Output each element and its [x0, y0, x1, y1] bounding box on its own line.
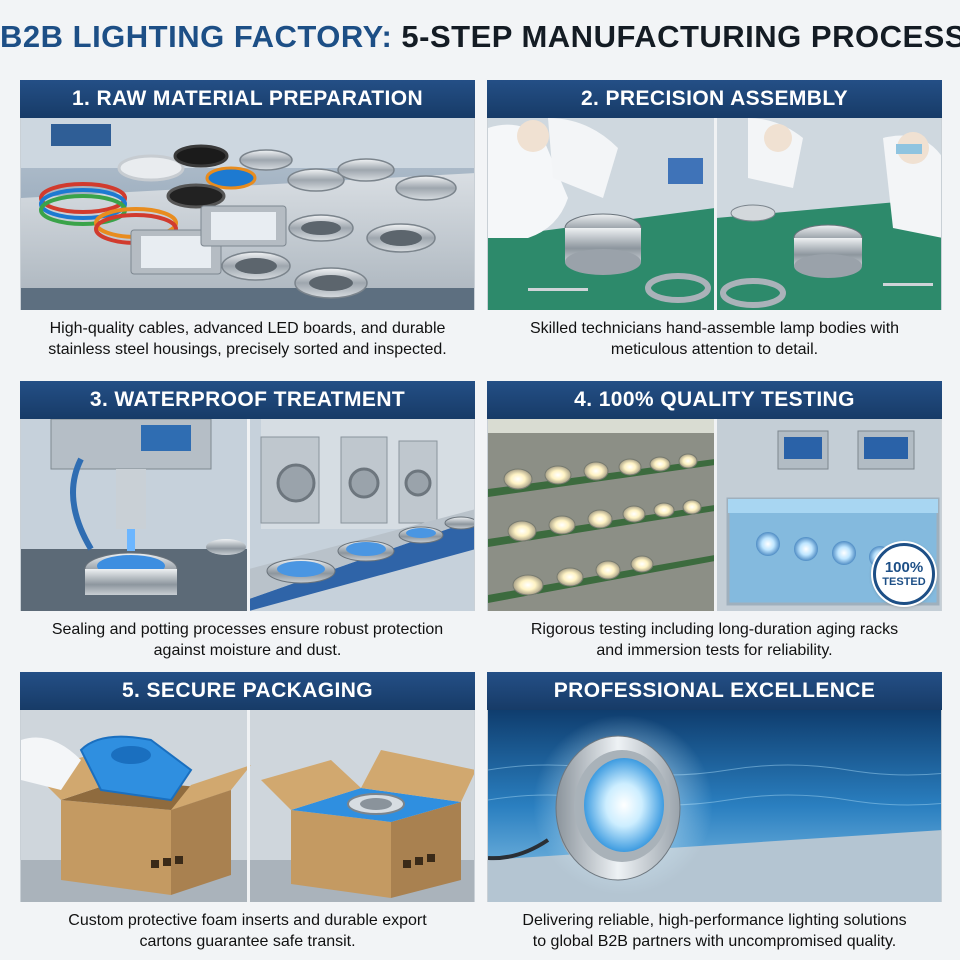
- waterproof-photo: [20, 419, 475, 611]
- waterproof-illustration: [21, 419, 474, 611]
- badge-percent: 100%: [884, 558, 924, 576]
- page-title-part2: 5-STEP MANUFACTURING PROCESS: [401, 19, 960, 54]
- panel-caption: Custom protective foam inserts and durab…: [20, 902, 475, 960]
- raw-material-photo: [20, 118, 475, 310]
- page-title-part1: B2B LIGHTING FACTORY:: [0, 19, 393, 54]
- image-divider: [713, 118, 717, 310]
- panel-heading: 1. RAW MATERIAL PREPARATION: [20, 80, 475, 118]
- quality-testing-photo: 100% TESTED: [487, 419, 942, 611]
- pool-light-photo: [487, 710, 942, 902]
- pool-light-illustration: [488, 710, 941, 902]
- caption-line: Rigorous testing including long-duration…: [530, 621, 899, 638]
- caption-line: against moisture and dust.: [153, 642, 342, 659]
- badge-label: TESTED: [882, 575, 926, 588]
- caption-line: and immersion tests for reliability.: [596, 642, 833, 659]
- panel-heading: 2. PRECISION ASSEMBLY: [487, 80, 942, 118]
- page-title: B2B LIGHTING FACTORY: 5-STEP MANUFACTURI…: [0, 14, 960, 60]
- packaging-photo: [20, 710, 475, 902]
- panel-waterproof-treatment: 3. WATERPROOF TREATMENT: [20, 381, 475, 671]
- caption-line: cartons guarantee safe transit.: [139, 933, 356, 950]
- caption-line: meticulous attention to detail.: [610, 341, 819, 358]
- caption-line: Delivering reliable, high-performance li…: [522, 912, 907, 929]
- raw-material-illustration: [21, 118, 474, 310]
- panel-caption: Sealing and potting processes ensure rob…: [20, 611, 475, 671]
- caption-line: stainless steel housings, precisely sort…: [48, 341, 447, 358]
- panel-heading: 5. SECURE PACKAGING: [20, 672, 475, 710]
- panel-quality-testing: 4. 100% QUALITY TESTING: [487, 381, 942, 671]
- caption-line: Sealing and potting processes ensure rob…: [51, 621, 444, 638]
- caption-line: Custom protective foam inserts and durab…: [68, 912, 427, 929]
- panel-caption: Delivering reliable, high-performance li…: [487, 902, 942, 960]
- panel-secure-packaging: 5. SECURE PACKAGING Custo: [20, 672, 475, 960]
- panel-heading: 3. WATERPROOF TREATMENT: [20, 381, 475, 419]
- panel-caption: Rigorous testing including long-duration…: [487, 611, 942, 671]
- quality-testing-illustration: [488, 419, 941, 611]
- image-divider: [713, 419, 717, 611]
- panel-caption: Skilled technicians hand-assemble lamp b…: [487, 310, 942, 370]
- assembly-photo: [487, 118, 942, 310]
- panel-heading: PROFESSIONAL EXCELLENCE: [487, 672, 942, 710]
- panel-raw-material: 1. RAW MATERIAL PREPARATION: [20, 80, 475, 370]
- image-divider: [246, 419, 250, 611]
- caption-line: to global B2B partners with uncompromise…: [532, 933, 897, 950]
- packaging-illustration: [21, 710, 474, 902]
- panel-caption: High-quality cables, advanced LED boards…: [20, 310, 475, 370]
- panel-precision-assembly: 2. PRECISION ASSEMBLY: [487, 80, 942, 370]
- image-divider: [246, 710, 250, 902]
- tested-badge: 100% TESTED: [873, 543, 935, 605]
- caption-line: High-quality cables, advanced LED boards…: [49, 320, 446, 337]
- caption-line: Skilled technicians hand-assemble lamp b…: [529, 320, 900, 337]
- panel-heading: 4. 100% QUALITY TESTING: [487, 381, 942, 419]
- panel-professional-excellence: PROFESSIONAL EXCELLENCE Delivering reli: [487, 672, 942, 960]
